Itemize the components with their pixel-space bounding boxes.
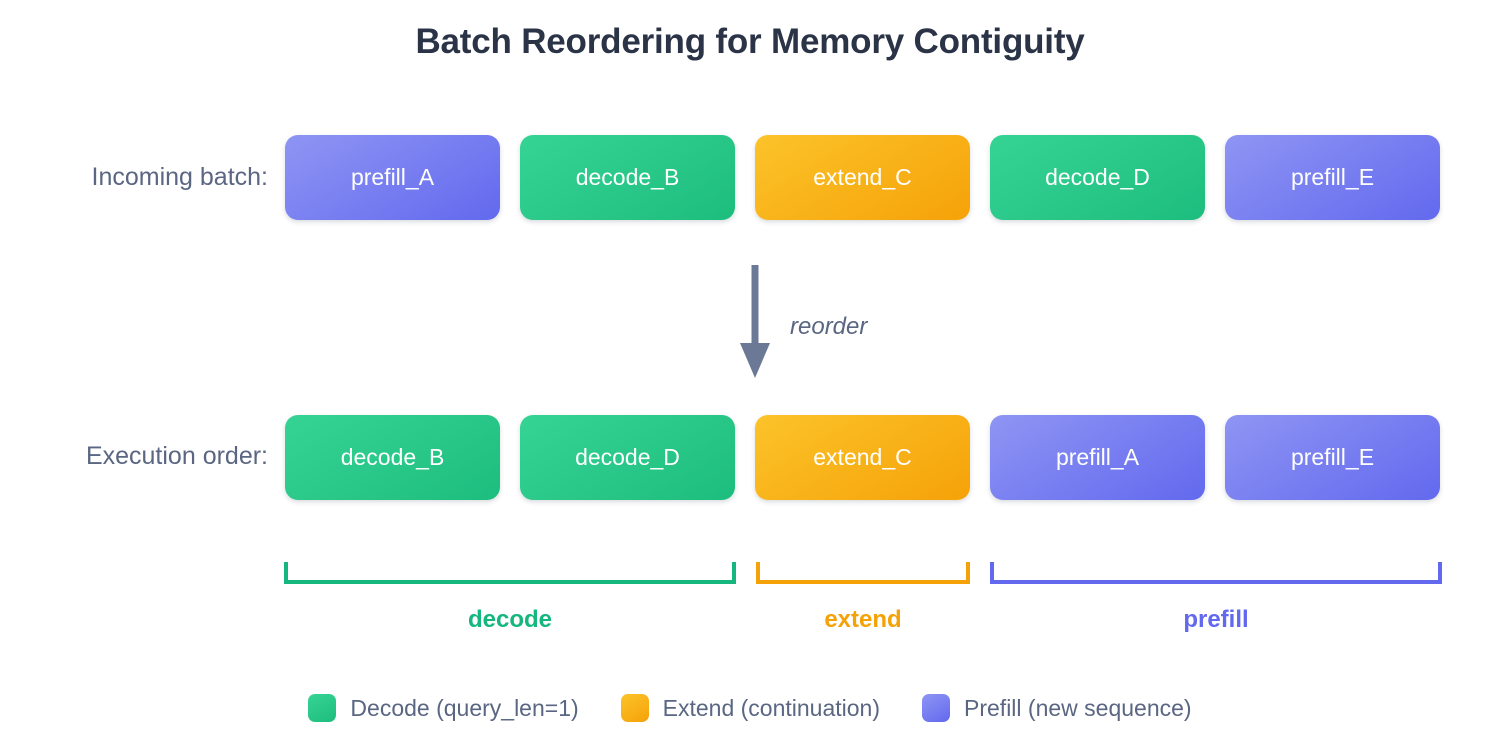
reorder-arrow-icon	[735, 265, 775, 385]
legend-label-decode: Decode (query_len=1)	[350, 694, 579, 721]
token-box-prefill-a[interactable]: prefill_A	[990, 415, 1205, 500]
page-title: Batch Reordering for Memory Contiguity	[415, 22, 1085, 61]
token-box-prefill-e[interactable]: prefill_E	[1225, 135, 1440, 220]
token-box-prefill-a[interactable]: prefill_A	[285, 135, 500, 220]
token-box-extend-c[interactable]: extend_C	[755, 135, 970, 220]
token-box-decode-b[interactable]: decode_B	[285, 415, 500, 500]
bracket-decode	[284, 562, 736, 584]
legend-label-prefill: Prefill (new sequence)	[964, 694, 1192, 721]
token-box-prefill-e[interactable]: prefill_E	[1225, 415, 1440, 500]
bracket-label-extend: extend	[824, 606, 902, 633]
legend-item-extend: Extend (continuation)	[620, 694, 881, 722]
token-box-decode-d[interactable]: decode_D	[990, 135, 1205, 220]
legend-item-prefill: Prefill (new sequence)	[922, 694, 1192, 722]
legend-swatch-prefill-icon	[922, 694, 951, 722]
bracket-prefill	[990, 562, 1442, 584]
execution-order-label: Execution order:	[85, 442, 268, 470]
reorder-label: reorder	[790, 313, 868, 340]
incoming-batch-label: Incoming batch:	[91, 163, 269, 191]
legend-label-extend: Extend (continuation)	[662, 694, 881, 721]
token-box-decode-d[interactable]: decode_D	[520, 415, 735, 500]
bracket-extend	[756, 562, 970, 584]
bracket-label-decode: decode	[467, 606, 553, 633]
legend-item-decode: Decode (query_len=1)	[308, 694, 579, 722]
token-box-decode-b[interactable]: decode_B	[520, 135, 735, 220]
legend-swatch-extend-icon	[620, 694, 649, 722]
token-box-extend-c[interactable]: extend_C	[755, 415, 970, 500]
legend: Decode (query_len=1) Extend (continuation…	[0, 694, 1500, 722]
bracket-label-prefill: prefill	[1183, 606, 1249, 633]
legend-swatch-decode-icon	[308, 694, 337, 722]
